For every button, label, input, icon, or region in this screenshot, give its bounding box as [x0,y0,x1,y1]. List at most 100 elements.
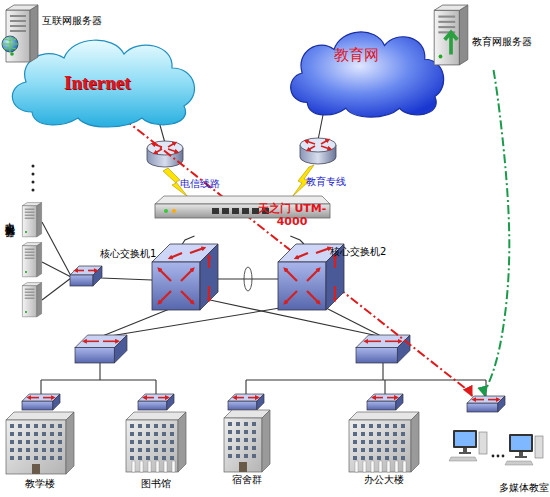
building-icon-part [146,456,150,460]
building-icon-part [361,448,365,452]
building-icon-part [58,424,62,428]
building-icon-part [140,461,143,472]
server-icon-part [25,212,35,213]
building-icon-part [42,448,46,452]
server-icon-part [37,283,42,317]
network-wire [42,278,71,300]
server-icon-part [2,36,18,52]
network-wire [40,380,41,396]
building-icon-part [50,448,54,452]
building-icon-part [130,456,134,460]
computer-icon [505,434,543,465]
link-label: 教育专线 [306,176,346,188]
router-icon-part [300,138,336,152]
building-icon-part [252,446,256,450]
building-icon-part [146,448,150,452]
switch-icon-part [228,401,257,410]
building-icon-part [6,420,66,474]
building-icon-part [154,432,158,436]
switch-icon-part [366,340,381,342]
network-node: 教育网服务器 [428,2,548,70]
server-icon-part [438,16,455,18]
server-icon-part [25,215,35,216]
link-label: 电信线路 [180,178,220,190]
server-icon-part [22,206,36,237]
building-icon-part [236,454,240,458]
server-icon-part [25,298,35,299]
building-icon-part [162,424,166,428]
router-icon-part [168,149,177,152]
building-icon-part [353,424,357,428]
switch-icon [75,335,127,363]
server-icon-part [445,32,458,54]
building-icon-part [126,420,178,472]
building-icon [224,410,270,472]
node-label: 图书馆 [120,478,192,490]
building-icon-part [26,456,30,460]
building-icon-part [252,438,256,442]
server-icon [22,203,41,237]
server-icon [2,5,38,62]
link-aggregation-mark [244,267,252,291]
building-icon-part [170,424,174,428]
building-icon-part [244,438,248,442]
building-icon-part [42,456,46,460]
building-icon-part [138,456,142,460]
building-icon-part [369,424,373,428]
node-label: 互联网服务器 [42,15,102,27]
router-icon-part [308,146,315,150]
server-icon-part [25,252,35,253]
router-icon-part [321,140,328,144]
building-icon-part [34,440,38,444]
ellipsis-dot [32,173,35,176]
building-icon-part [355,461,358,472]
building-icon-part [385,424,389,428]
building-icon-part [10,448,14,452]
building-icon-part [353,448,357,452]
node-label: 核心交换机2 [330,246,386,258]
server-icon-part [25,258,35,259]
building-icon-part [18,424,22,428]
node-label: 办公大楼 [345,474,423,486]
building-icon-part [236,438,240,442]
building-icon-part [385,432,389,436]
core-switch-icon-part [181,291,193,303]
cloud-shape [291,32,444,117]
building-icon [6,412,74,474]
utm-device-part [172,209,176,213]
node-label: 教育网服务器 [472,36,532,48]
building-icon-part [377,424,381,428]
switch-icon-part [234,397,244,399]
building-icon-part [138,424,142,428]
network-node: 中心机房服务器 [0,180,58,320]
building-icon-part [401,432,405,436]
network-node: 办公大楼 [345,394,423,489]
network-node: 天之门 UTM-4000 [152,196,332,236]
switch-icon [356,335,410,363]
server-icon-part [10,25,26,27]
building-icon-part [371,461,374,472]
building-icon-part [6,412,74,420]
core-switch-icon-part [208,256,210,268]
building-icon-part [32,464,40,474]
building-icon-part [156,461,159,472]
building-icon-part [10,440,14,444]
building-icon-part [236,422,240,426]
building-icon-part [244,422,248,426]
node-graphic [0,180,58,320]
building-icon-part [236,446,240,450]
server-icon-part [37,243,42,277]
building-icon-part [130,440,134,444]
server-icon-part [10,20,26,22]
server-icon-part [25,218,35,219]
core-switch-icon-part [170,253,182,258]
network-wire [99,362,100,380]
building-icon-part [34,448,38,452]
network-wire [326,308,383,337]
building-icon-part [58,448,62,452]
building-icon-part [138,448,142,452]
switch-icon-part [396,394,403,410]
building-icon-part [146,432,150,436]
